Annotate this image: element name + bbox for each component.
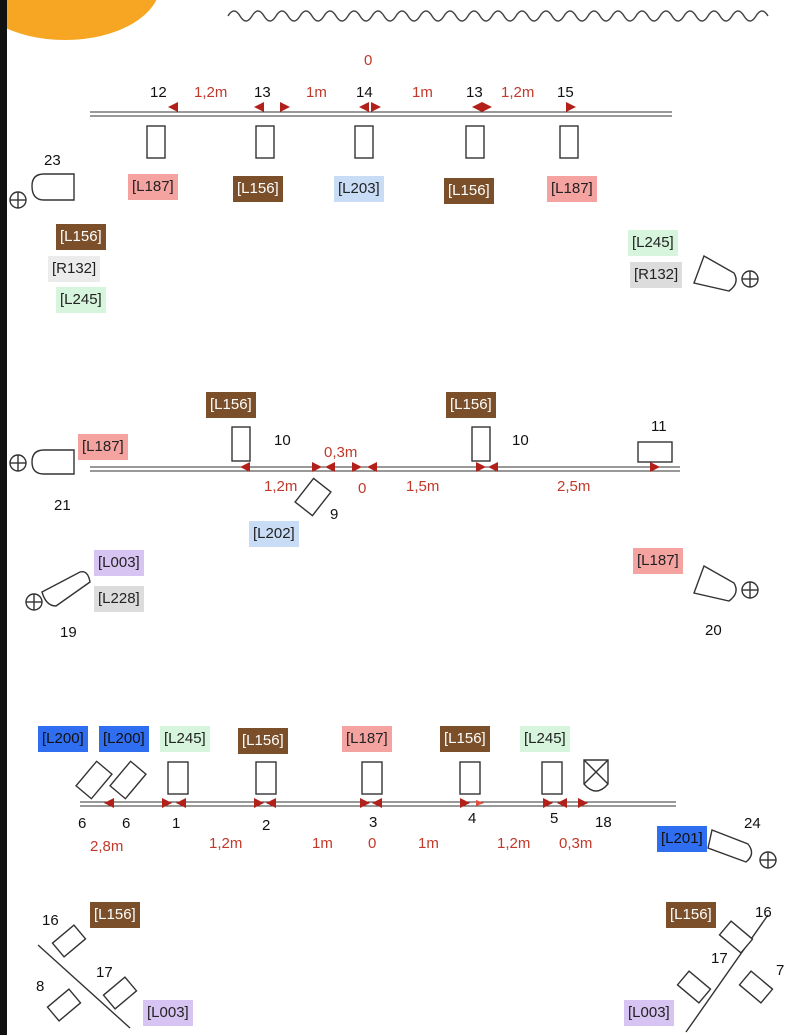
section-4-left-fixtures <box>37 924 138 1029</box>
fixture-24 <box>707 829 777 869</box>
section-1-stage-line <box>90 111 672 117</box>
position-number: 13 <box>466 84 483 101</box>
tag-l156: [L156] <box>444 178 494 204</box>
tag-l187: [L187] <box>78 434 128 460</box>
tag-l003: [L003] <box>143 1000 193 1026</box>
section-1-stands <box>146 125 579 159</box>
tag-l156: [L156] <box>90 902 140 928</box>
tag-l245: [L245] <box>160 726 210 752</box>
position-number: 4 <box>468 810 477 827</box>
tag-l187: [L187] <box>547 176 597 202</box>
position-number: 9 <box>330 506 339 523</box>
distance-label: 1m <box>418 835 439 852</box>
position-number: 24 <box>744 815 761 832</box>
position-number: 6 <box>122 815 131 832</box>
curtain-wave <box>227 10 769 22</box>
distance-label: 1,2m <box>501 84 535 101</box>
position-number: 5 <box>550 810 559 827</box>
section-2-stands <box>231 426 673 517</box>
fixture-19 <box>25 571 91 611</box>
tag-l187: [L187] <box>128 174 178 200</box>
tag-r132: [R132] <box>630 262 683 288</box>
distance-label: 1m <box>412 84 433 101</box>
distance-label: 0 <box>368 835 377 852</box>
section-3-stands <box>75 760 563 800</box>
section-2-stage-line <box>90 466 680 472</box>
position-number: 10 <box>274 432 291 449</box>
section-2-markers <box>240 462 660 472</box>
position-number: 8 <box>36 978 45 995</box>
position-number: 16 <box>755 904 772 921</box>
position-number: 14 <box>356 84 373 101</box>
distance-label: 1,2m <box>194 84 228 101</box>
tag-r132: [R132] <box>48 256 101 282</box>
position-number: 15 <box>557 84 574 101</box>
distance-label: 1m <box>306 84 327 101</box>
distance-label: 1,2m <box>497 835 531 852</box>
tag-l003: [L003] <box>94 550 144 576</box>
position-number: 20 <box>705 622 722 639</box>
tag-l202: [L202] <box>249 521 299 547</box>
position-number: 17 <box>711 950 728 967</box>
distance-label: 2,8m <box>90 838 124 855</box>
tag-l203: [L203] <box>334 176 384 202</box>
fixture-18 <box>583 759 609 792</box>
position-number: 17 <box>96 964 113 981</box>
tag-l156: [L156] <box>206 392 256 418</box>
position-number: 19 <box>60 624 77 641</box>
position-number: 18 <box>595 814 612 831</box>
tag-l201: [L201] <box>657 826 707 852</box>
position-number: 7 <box>776 962 785 979</box>
tag-l245: [L245] <box>56 287 106 313</box>
position-number: 12 <box>150 84 167 101</box>
distance-label: 1m <box>312 835 333 852</box>
tag-l245: [L245] <box>520 726 570 752</box>
tag-l156: [L156] <box>666 902 716 928</box>
tag-l200: [L200] <box>99 726 149 752</box>
section-4-right-fixtures <box>676 914 774 1033</box>
section-1-markers <box>168 102 576 112</box>
position-number: 21 <box>54 497 71 514</box>
distance-label: 0,3m <box>559 835 593 852</box>
position-number: 3 <box>369 814 378 831</box>
position-number: 2 <box>262 817 271 834</box>
fixture-21 <box>9 449 75 475</box>
distance-label: 0,3m <box>324 444 358 461</box>
position-number: 13 <box>254 84 271 101</box>
tag-l156: [L156] <box>56 224 106 250</box>
section-3-markers <box>104 798 588 808</box>
tag-l156: [L156] <box>238 728 288 754</box>
position-number: 10 <box>512 432 529 449</box>
fixture-20 <box>693 564 759 602</box>
fixture-right-1 <box>693 254 759 292</box>
distance-label: 1,2m <box>264 478 298 495</box>
tag-l156: [L156] <box>446 392 496 418</box>
position-number: 23 <box>44 152 61 169</box>
position-number: 6 <box>78 815 87 832</box>
distance-label: 0 <box>358 480 367 497</box>
distance-label: 0 <box>364 52 373 69</box>
position-number: 16 <box>42 912 59 929</box>
tag-l228: [L228] <box>94 586 144 612</box>
tag-l187: [L187] <box>342 726 392 752</box>
distance-label: 2,5m <box>557 478 591 495</box>
tag-l187: [L187] <box>633 548 683 574</box>
tag-l156: [L156] <box>233 176 283 202</box>
tag-l245: [L245] <box>628 230 678 256</box>
left-edge-bar <box>0 0 7 1035</box>
tag-l156: [L156] <box>440 726 490 752</box>
distance-label: 1,5m <box>406 478 440 495</box>
position-number: 1 <box>172 815 181 832</box>
fixture-23 <box>9 173 75 209</box>
tag-l200: [L200] <box>38 726 88 752</box>
tag-l003: [L003] <box>624 1000 674 1026</box>
position-number: 11 <box>651 418 667 435</box>
distance-label: 1,2m <box>209 835 243 852</box>
